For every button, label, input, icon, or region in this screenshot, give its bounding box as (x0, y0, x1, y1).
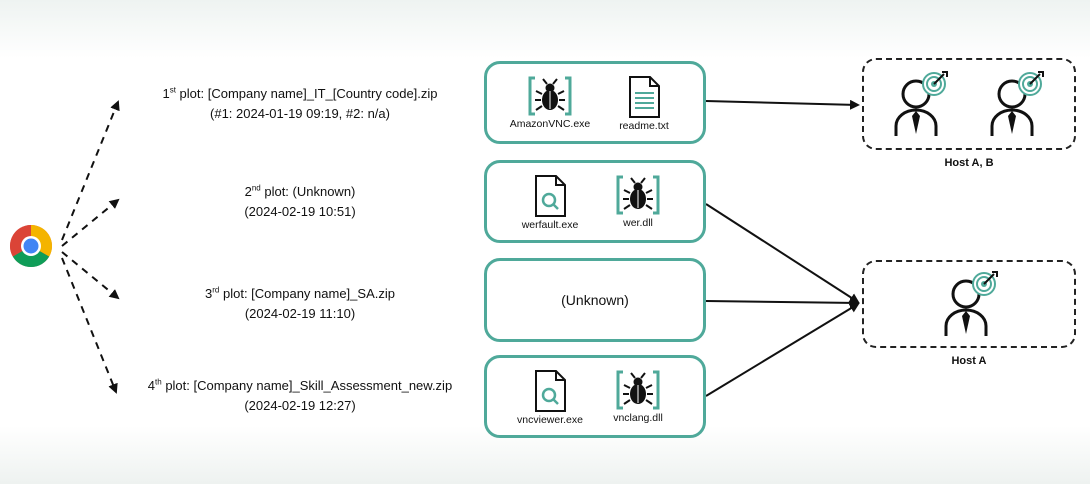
arrow-payload-1-host-ab (705, 99, 860, 110)
host-ab-label: Host A, B (944, 157, 994, 169)
payload-box-1: AmazonVNC.exe readme.txt (484, 61, 706, 144)
chrome-icon (9, 224, 53, 268)
host-a-label: Host A (951, 355, 987, 367)
file-name: wer.dll (623, 217, 653, 229)
file-wer-dll: wer.dll (593, 175, 683, 229)
file-name: werfault.exe (521, 219, 579, 231)
payload-box-3: (Unknown) (484, 258, 706, 342)
dashed-arrow-plot-2 (61, 198, 120, 247)
file-readme: readme.txt (599, 76, 689, 132)
file-name: readme.txt (619, 120, 669, 132)
bug-icon (616, 175, 660, 215)
line-payload-2-host-a (705, 203, 860, 304)
bug-icon (528, 76, 572, 116)
line-payload-3-host-a (705, 297, 860, 308)
file-vncviewer: vncviewer.exe (505, 370, 595, 426)
targeted-user-icon (990, 71, 1044, 136)
payload-unknown-text: (Unknown) (561, 292, 629, 308)
dashed-arrow-plot-1 (61, 100, 120, 241)
payload-box-2: werfault.exe wer.dll (484, 160, 706, 243)
targeted-user-icon (894, 71, 948, 136)
line-payload-4-host-a (705, 302, 860, 397)
plot-label-1: 1st plot: [Company name]_IT_[Country cod… (135, 84, 465, 124)
file-vnclang: vnclang.dll (593, 370, 683, 424)
plot-date-4: (2024-02-19 12:27) (244, 398, 356, 413)
search-document-icon (535, 175, 566, 217)
file-werfault: werfault.exe (505, 175, 595, 231)
file-name: AmazonVNC.exe (509, 118, 591, 130)
host-a-box (862, 260, 1076, 348)
targeted-user-icon (944, 271, 998, 336)
plot-date-2: (2024-02-19 10:51) (244, 204, 356, 219)
host-ab-box (862, 58, 1076, 150)
document-icon (629, 76, 660, 118)
search-document-icon (535, 370, 566, 412)
file-name: vnclang.dll (613, 412, 663, 424)
file-name: vncviewer.exe (517, 414, 583, 426)
file-amazonvnc: AmazonVNC.exe (505, 76, 595, 130)
plot-label-2: 2nd plot: (Unknown) (2024-02-19 10:51) (135, 182, 465, 222)
plot-label-3: 3rd plot: [Company name]_SA.zip (2024-02… (135, 284, 465, 324)
payload-box-4: vncviewer.exe vnclang.dll (484, 355, 706, 438)
dashed-arrow-plot-3 (61, 251, 120, 300)
plot-date-1: (#1: 2024-01-19 09:19, #2: n/a) (210, 106, 390, 121)
plot-date-3: (2024-02-19 11:10) (244, 306, 356, 321)
plot-label-4: 4th plot: [Company name]_Skill_Assessmen… (115, 376, 485, 416)
bug-icon (616, 370, 660, 410)
dashed-arrow-plot-4 (61, 257, 118, 394)
